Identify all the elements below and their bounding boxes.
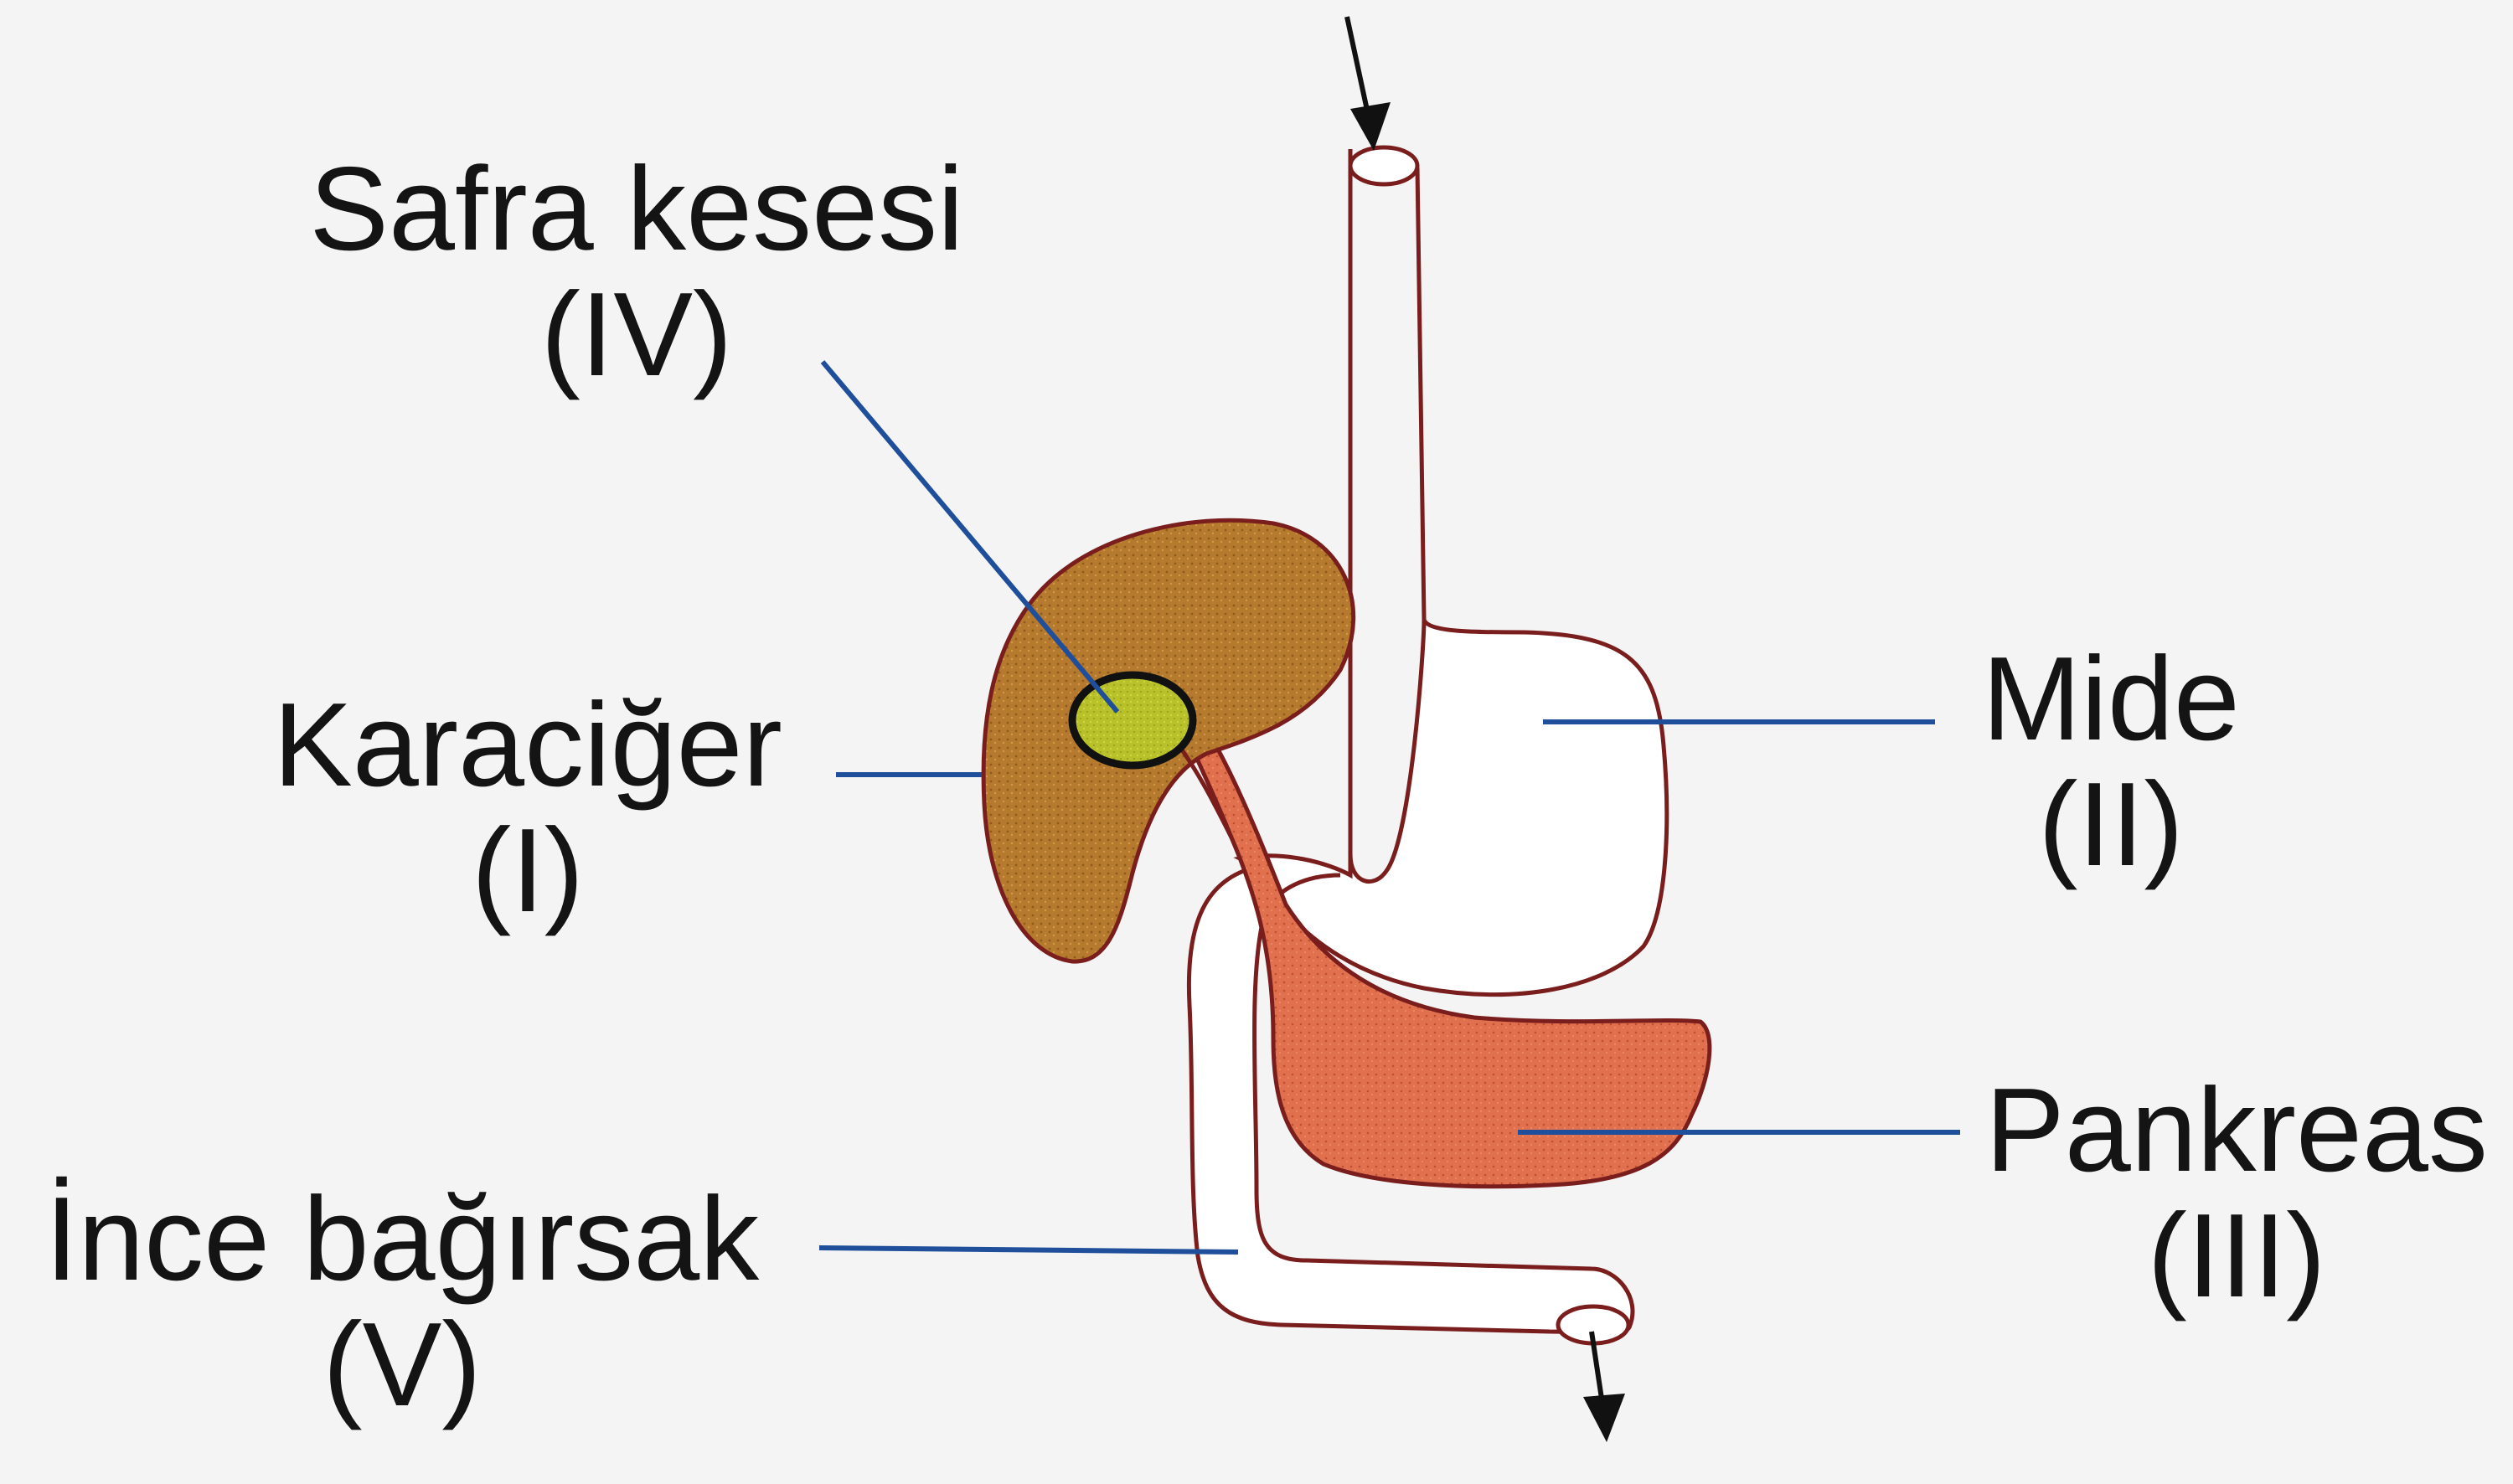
small-intestine-name: İnce bağırsak	[44, 1172, 760, 1306]
label-stomach: Mide (II)	[1952, 636, 2270, 888]
label-pancreas: Pankreas (III)	[1985, 1068, 2488, 1319]
label-gallbladder: Safra kesesi (IV)	[285, 147, 988, 398]
gallbladder-name: Safra kesesi	[309, 142, 964, 276]
pancreas-numeral: (III)	[2147, 1189, 2326, 1322]
leader-line-small-intestine	[818, 1245, 1239, 1255]
entry-arrow	[1344, 16, 1391, 151]
gallbladder-numeral: (IV)	[540, 268, 733, 401]
leader-line-gallbladder	[820, 360, 1120, 714]
liver-numeral: (I)	[471, 804, 585, 937]
label-small-intestine: İnce bağırsak (V)	[25, 1177, 779, 1428]
gallbladder-shape	[1068, 671, 1197, 770]
exit-arrow	[1583, 1331, 1625, 1442]
esophagus-opening	[1348, 145, 1420, 187]
pancreas-shape	[1186, 725, 1712, 1189]
liver-name: Karaciğer	[273, 678, 782, 812]
esophagus	[1348, 167, 1427, 854]
stomach-name: Mide	[1982, 632, 2240, 765]
pancreas-name: Pankreas	[1985, 1064, 2488, 1197]
stomach-numeral: (II)	[2038, 758, 2184, 891]
small-intestine-numeral: (V)	[323, 1298, 482, 1431]
label-liver: Karaciğer (I)	[251, 683, 804, 934]
